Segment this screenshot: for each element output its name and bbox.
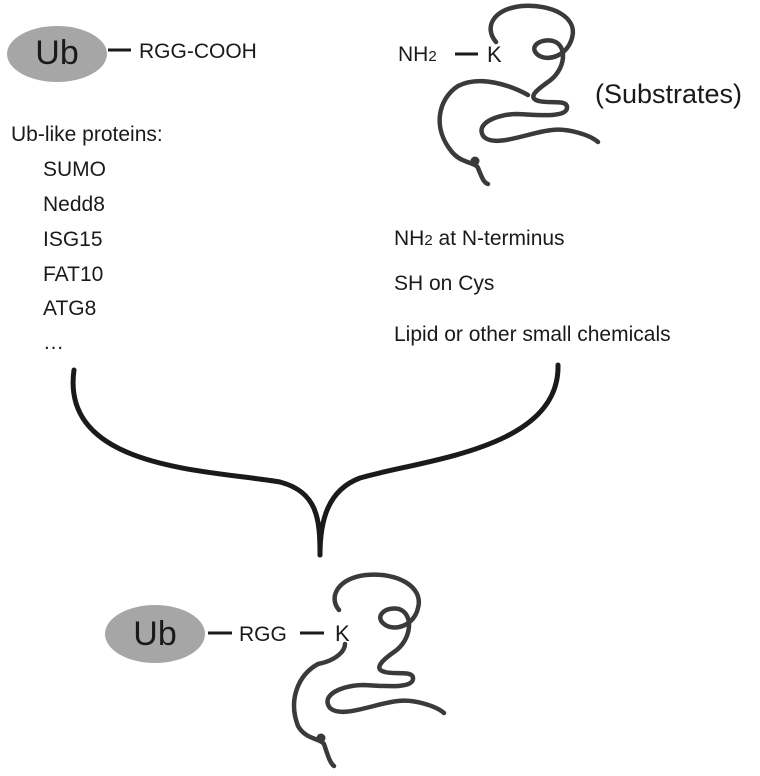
site-n-terminus: NH2 at N-terminus xyxy=(394,227,565,250)
substrate-amine: NH2 xyxy=(398,43,437,66)
merge-bracket-right xyxy=(317,362,561,558)
ub-like-item: Nedd8 xyxy=(43,193,105,216)
product-ub-label: Ub xyxy=(133,615,176,653)
site-lipid: Lipid or other small chemicals xyxy=(394,323,671,346)
site-cysteine: SH on Cys xyxy=(394,272,494,295)
substrate-lysine: K xyxy=(487,42,502,67)
merge-bracket-left xyxy=(70,367,323,558)
substrate-lysine-dot xyxy=(470,156,480,166)
product-lysine-dot xyxy=(316,733,326,743)
ub-like-heading: Ub-like proteins: xyxy=(11,123,163,146)
product-protein-chain xyxy=(291,572,447,769)
ub-like-item: SUMO xyxy=(43,158,106,181)
ub-like-item: … xyxy=(43,331,64,354)
ub-like-item: FAT10 xyxy=(43,263,103,286)
ub-top-label: Ub xyxy=(35,34,78,72)
ub-like-item: ISG15 xyxy=(43,228,103,251)
ub-top-tail: RGG-COOH xyxy=(139,40,257,63)
substrate-protein-chain xyxy=(437,3,601,187)
product-linker: RGG xyxy=(239,623,287,646)
ub-top-ellipse xyxy=(7,26,107,82)
product-lysine: K xyxy=(335,621,350,646)
ub-like-item: ATG8 xyxy=(43,297,96,320)
product-ub-ellipse xyxy=(105,605,205,663)
substrate-caption: (Substrates) xyxy=(595,79,742,109)
